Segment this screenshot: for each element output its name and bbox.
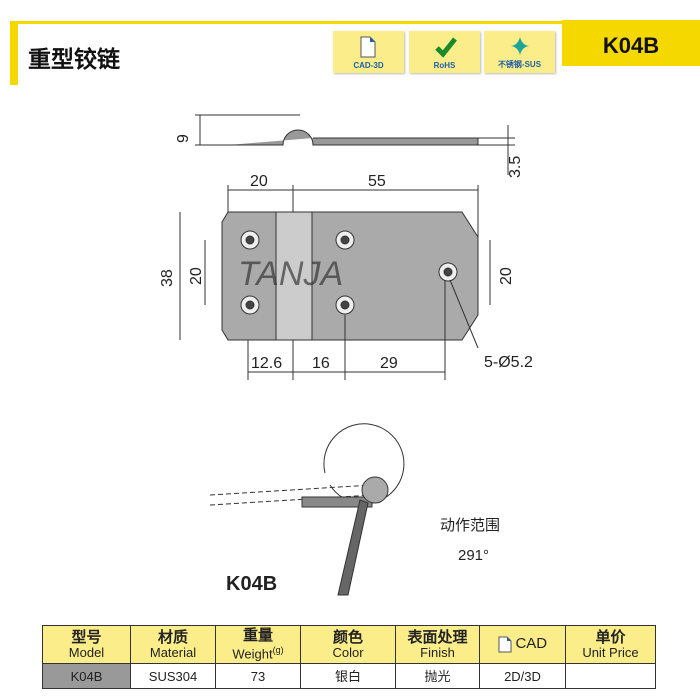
dim-d1: 12.6 [251, 355, 282, 372]
col-cad: CAD [479, 625, 566, 664]
dim-leaf: 3.5 [507, 156, 524, 178]
sparkle-icon [511, 37, 529, 55]
badge-cad: CAD-3D [333, 31, 404, 73]
document-icon [360, 36, 376, 58]
dim-holes: 5-Ø5.2 [484, 354, 533, 371]
rotation-label: 动作范围 [440, 517, 500, 534]
rotated-leaf [337, 499, 369, 596]
model-code: K04B [562, 20, 700, 66]
dim-pitch-left: 20 [188, 267, 205, 285]
dim-right-width: 55 [368, 173, 386, 190]
cell-model: K04B [42, 663, 131, 689]
dim-height: 38 [159, 269, 176, 287]
hinge-drawing: TANJA 9 3.5 20 55 38 20 20 12.6 16 29 5-… [159, 114, 533, 596]
header-accent-bar [10, 21, 18, 85]
document-icon [498, 636, 512, 653]
badge-stainless: 不锈钢-SUS [484, 31, 555, 73]
cell-price [565, 663, 656, 689]
side-view [228, 129, 479, 146]
dim-pitch-right: 20 [498, 267, 515, 285]
drawing-model-label: K04B [226, 573, 277, 595]
dim-left-width: 20 [250, 173, 268, 190]
header-accent-line [10, 21, 562, 24]
hinge-knuckle [275, 211, 313, 341]
dim-thickness: 9 [175, 134, 192, 143]
watermark: TANJA [238, 255, 343, 293]
page-title: 重型铰链 [28, 47, 120, 73]
rotation-value: 291° [458, 547, 489, 564]
cell-material: SUS304 [130, 663, 216, 689]
table-row: K04B SUS304 73 银白 抛光 2D/3D [42, 663, 656, 689]
dim-d2: 16 [312, 355, 330, 372]
cell-finish: 抛光 [395, 663, 480, 689]
dim-d3: 29 [380, 355, 398, 372]
cell-cad: 2D/3D [479, 663, 566, 689]
cell-color: 银白 [300, 663, 396, 689]
cell-weight: 73 [215, 663, 301, 689]
check-icon [435, 37, 457, 58]
badge-rohs: RoHS [409, 31, 480, 73]
